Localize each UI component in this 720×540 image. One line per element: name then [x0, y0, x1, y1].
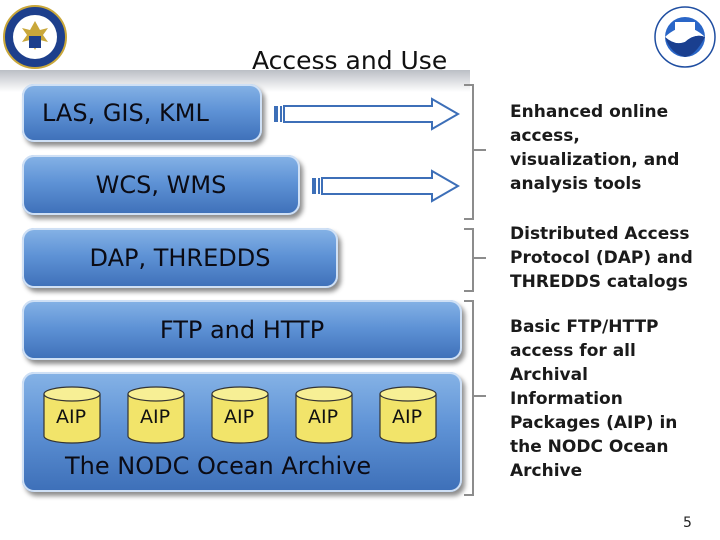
- desc-basic-access: Basic FTP/HTTP access for all Archival I…: [510, 317, 678, 481]
- aip-label: AIP: [392, 406, 423, 428]
- arrow-las-to-enhanced: [274, 97, 461, 135]
- bracket-enhanced-tick: [472, 149, 486, 151]
- desc-distributed-access: Distributed Access Protocol (DAP) and TH…: [510, 224, 693, 292]
- layer-dap-label: DAP, THREDDS: [89, 244, 271, 272]
- page-number: 5: [683, 515, 692, 531]
- layer-ftp-http: FTP and HTTP: [22, 300, 462, 360]
- aip-cylinder: AIP: [42, 386, 102, 444]
- bracket-basic: [464, 300, 474, 496]
- bracket-distributed-tick: [472, 257, 486, 259]
- layer-las-gis-kml: LAS, GIS, KML: [22, 84, 262, 142]
- bracket-basic-tick: [472, 395, 486, 397]
- layer-las-label: LAS, GIS, KML: [42, 99, 209, 127]
- layer-dap-thredds: DAP, THREDDS: [22, 228, 338, 288]
- archive-label: The NODC Ocean Archive: [65, 452, 372, 480]
- aip-cylinder: AIP: [294, 386, 354, 444]
- bracket-enhanced: [464, 84, 474, 220]
- layer-wcs-wms: WCS, WMS: [22, 155, 300, 215]
- aip-label: AIP: [140, 406, 171, 428]
- aip-cylinder: AIP: [210, 386, 270, 444]
- layer-wcs-label: WCS, WMS: [95, 171, 227, 199]
- aip-cylinder: AIP: [126, 386, 186, 444]
- page-title: Access and Use: [252, 46, 448, 75]
- doc-seal-logo: [2, 4, 68, 70]
- aip-cylinder: AIP: [378, 386, 438, 444]
- aip-label: AIP: [56, 406, 87, 428]
- layer-ftp-label: FTP and HTTP: [159, 316, 325, 344]
- bracket-distributed: [464, 228, 474, 292]
- aip-label: AIP: [224, 406, 255, 428]
- noaa-logo: [654, 6, 716, 68]
- desc-enhanced-access: Enhanced online access, visualization, a…: [510, 102, 680, 194]
- aip-label: AIP: [308, 406, 339, 428]
- arrow-wcs-to-enhanced: [312, 169, 461, 207]
